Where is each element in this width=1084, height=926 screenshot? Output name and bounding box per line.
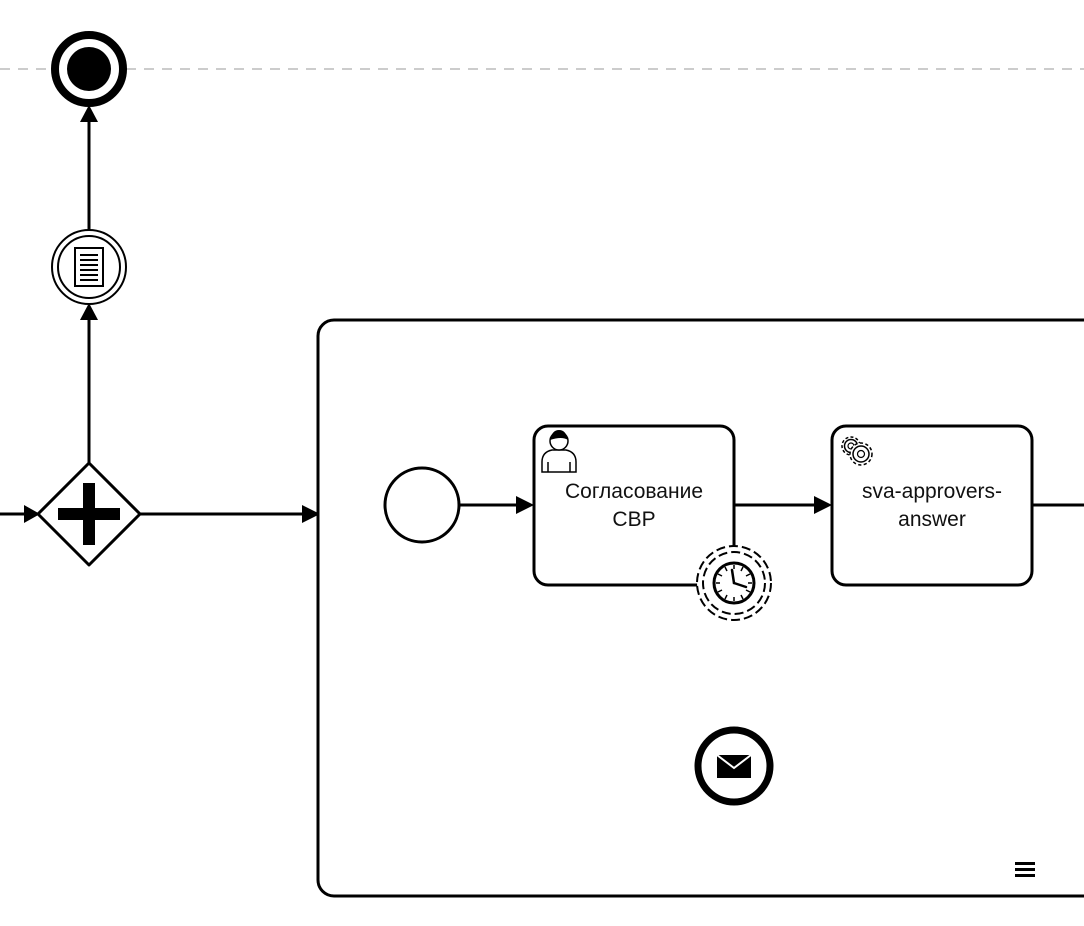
user-task-label-line-1: Согласование [565,480,703,503]
envelope-icon [716,754,752,778]
end-event[interactable] [51,31,127,107]
service-task-label-line-1: sva-approvers- [862,480,1002,503]
event-subprocess[interactable] [316,318,1084,898]
document-event[interactable] [51,229,127,305]
user-task-label-line-2: СВР [612,508,655,531]
flow-document-event-to-end-event[interactable] [80,105,98,232]
user-task[interactable]: Согласование СВР [532,424,736,587]
gear-icon [841,436,873,466]
flow-start-to-user-task[interactable] [458,496,534,514]
flow-gateway-to-document-event[interactable] [80,303,98,464]
flow-gateway-to-subprocess[interactable] [138,505,320,523]
service-task-label-line-2: answer [898,508,966,531]
service-task[interactable]: sva-approvers- answer [830,424,1034,587]
collapse-lines-icon[interactable] [1015,862,1035,877]
timer-boundary-event[interactable] [696,545,772,621]
message-end-event[interactable] [694,726,774,806]
clock-icon [712,561,756,605]
user-icon [541,430,577,473]
document-icon [74,247,104,287]
flow-incoming-to-gateway[interactable] [0,505,40,523]
parallel-gateway[interactable] [36,461,142,567]
flow-user-task-to-service-task[interactable] [733,496,832,514]
plus-icon [58,483,120,545]
start-event[interactable] [383,466,461,544]
